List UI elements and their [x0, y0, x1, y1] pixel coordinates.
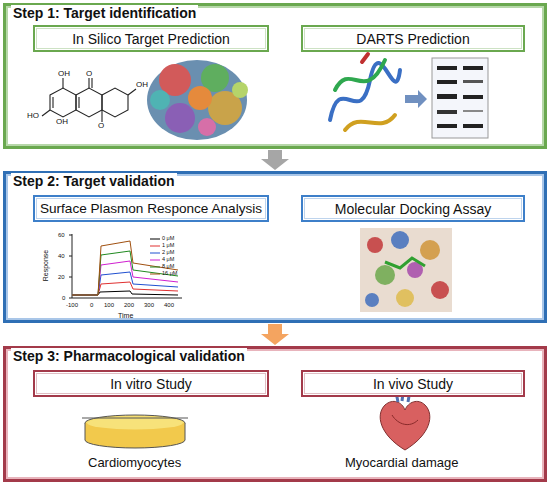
protein-surface: [147, 60, 248, 140]
tick-label: 200: [124, 302, 134, 308]
legend-sample: [150, 267, 160, 268]
tick-label: -100: [66, 302, 78, 308]
box-label: Molecular Docking Assay: [335, 201, 491, 217]
step-title: Step 1: Target identification: [11, 5, 198, 21]
method-box: In vivo Study: [301, 370, 525, 397]
method-box: Surface Plasmon Responce Analysis: [33, 195, 269, 222]
step-panel: Step 2: Target validationSurface Plasmon…: [3, 171, 547, 323]
heart-drawing: [380, 390, 430, 450]
image-caption: Myocardial damage: [345, 456, 458, 469]
spr-chart: [69, 234, 182, 298]
image-caption: Cardiomyocytes: [88, 456, 181, 469]
box-label: DARTS Prediction: [356, 31, 469, 47]
legend-sample: [150, 260, 160, 261]
method-box: In vitro Study: [33, 370, 269, 397]
box-label: Surface Plasmon Responce Analysis: [40, 201, 262, 216]
step-arrow: [261, 150, 289, 170]
tick-label: 20: [58, 274, 65, 280]
atom-label: HO: [27, 112, 39, 120]
axis-title: Response: [42, 250, 49, 282]
legend-entry: 4 μM: [162, 257, 174, 263]
step-title: Step 2: Target validation: [11, 173, 177, 189]
box-label: In vivo Study: [373, 376, 453, 392]
tick-label: 300: [144, 302, 154, 308]
legend-entry: 1 μM: [162, 243, 174, 249]
atom-label: OH: [136, 81, 148, 89]
method-box: In Silico Target Prediction: [33, 25, 269, 52]
docking-image: [360, 228, 452, 312]
atom-label: O: [86, 70, 92, 78]
atom-label: OH: [56, 118, 68, 126]
atom-label: O: [98, 122, 104, 130]
step-panel: Step 1: Target identification In Silico T…: [3, 3, 547, 149]
tick-label: 60: [58, 232, 65, 238]
gel-image: [432, 58, 488, 138]
legend-entry: 0 μM: [162, 236, 174, 242]
legend-sample: [150, 246, 160, 247]
legend-entry: 2 μM: [162, 250, 174, 256]
molecule-drawing: [42, 78, 136, 122]
legend-entry: 8 μM: [162, 264, 174, 270]
tick-label: 100: [104, 302, 114, 308]
tick-label: 400: [164, 302, 174, 308]
tick-label: 0: [62, 295, 65, 301]
step-arrow: [261, 324, 289, 345]
legend-entry: 16 μM: [162, 271, 177, 277]
arrow-symbol: [405, 90, 427, 108]
legend-sample: [150, 253, 160, 254]
method-box: Molecular Docking Assay: [301, 195, 525, 222]
tick-label: 40: [58, 253, 65, 259]
petri-dish: [82, 415, 188, 448]
step-panel: Step 3: Pharmacological validation In vit…: [3, 346, 547, 482]
atom-label: OH: [58, 70, 70, 78]
tick-label: 0: [90, 302, 93, 308]
method-box: DARTS Prediction: [301, 25, 525, 52]
box-label: In vitro Study: [110, 376, 192, 392]
box-label: In Silico Target Prediction: [72, 31, 230, 47]
axis-title: Time: [118, 312, 133, 319]
step-title: Step 3: Pharmacological validation: [11, 348, 247, 364]
legend-sample: [150, 239, 160, 240]
legend-sample: [150, 274, 160, 275]
ribbon-protein: [330, 54, 400, 130]
